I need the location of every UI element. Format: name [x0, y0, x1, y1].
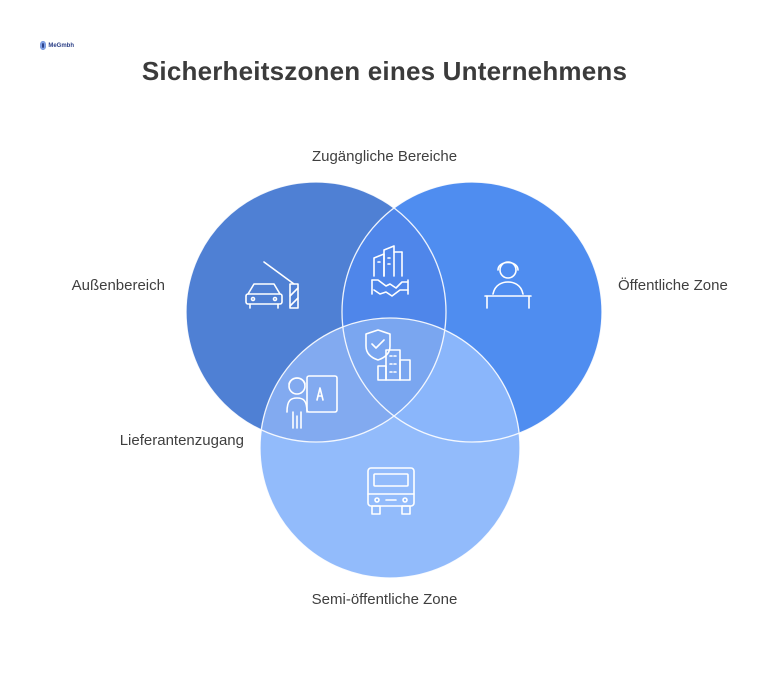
logo-mark-icon [40, 41, 47, 50]
receptionist-icon [484, 261, 532, 309]
car-barrier-icon [245, 261, 299, 309]
logo: MeGmbh [40, 40, 74, 51]
label-lieferantenzugang: Lieferantenzugang [119, 432, 244, 449]
building-handshake-icon [371, 245, 409, 297]
label-semi-oeffentliche-zone: Semi-öffentliche Zone [311, 591, 458, 608]
overlap-right-bottom [342, 318, 520, 442]
page-title: Sicherheitszonen eines Unternehmens [141, 56, 628, 86]
label-oeffentliche-zone: Öffentliche Zone [618, 277, 728, 294]
shield-building-icon [365, 329, 411, 381]
overlap-lieferantenzugang [260, 318, 446, 442]
circle-outlines [185, 181, 603, 579]
label-zugaengliche-bereiche: Zugängliche Bereiche [311, 148, 458, 165]
truck-icon [367, 467, 415, 515]
logo-text: MeGmbh [48, 42, 74, 49]
label-aussenbereich: Außenbereich [71, 277, 165, 294]
delivery-person-icon [286, 375, 338, 429]
